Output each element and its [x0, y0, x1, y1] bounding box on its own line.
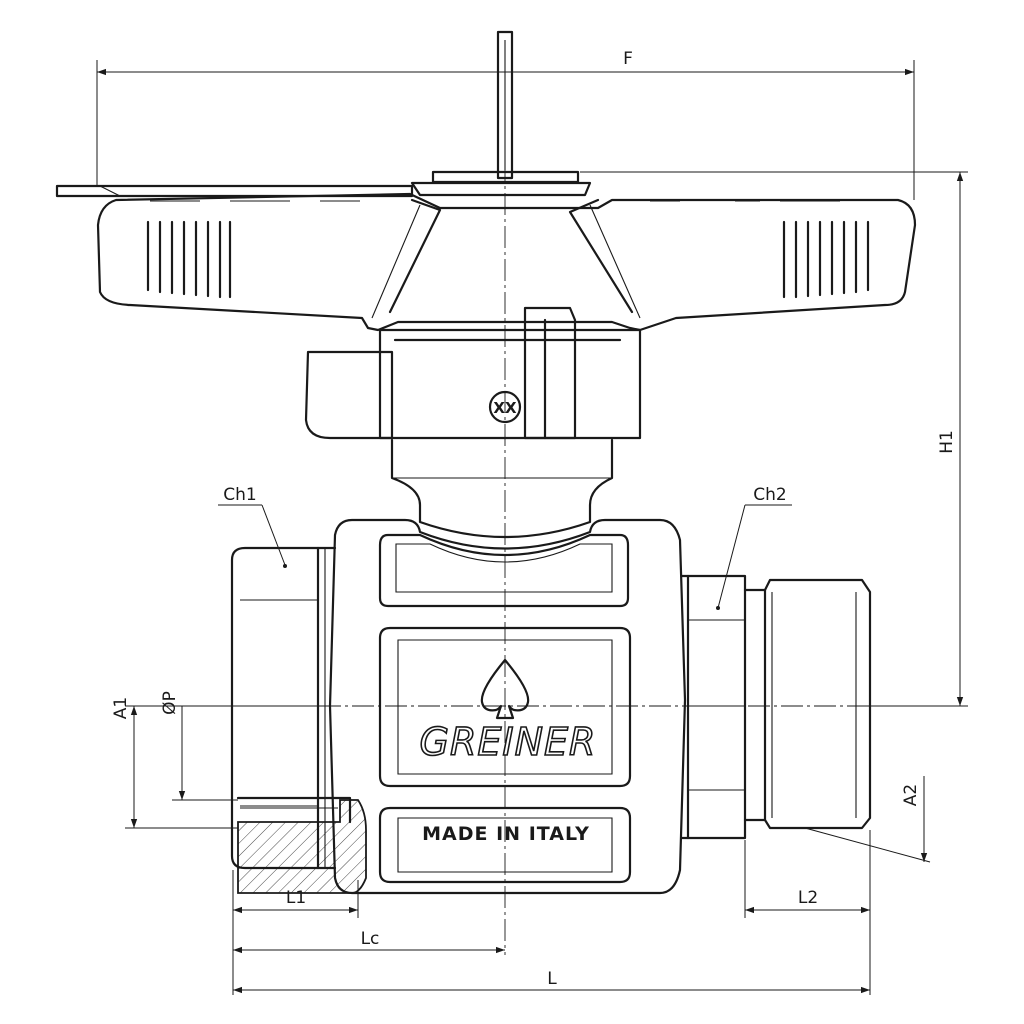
callout-Ch2: Ch2 [716, 485, 792, 610]
callout-Ch1: Ch1 [218, 485, 287, 568]
handle-marking: XX [493, 399, 517, 417]
dimension-H1: H1 [580, 171, 968, 707]
dim-label-A1: A1 [111, 697, 131, 719]
dim-label-H1: H1 [937, 430, 957, 454]
callout-label-Ch1: Ch1 [223, 485, 256, 505]
dim-label-Lc: Lc [361, 929, 380, 949]
callout-label-Ch2: Ch2 [753, 485, 786, 505]
spade-logo-icon [480, 658, 530, 720]
left-hex-end [230, 546, 367, 894]
dimension-F: F [96, 49, 915, 200]
dim-label-P: ØP [160, 691, 180, 715]
dimension-L1: L1 [232, 870, 359, 995]
right-grip-ribs [782, 220, 870, 299]
dim-label-F: F [623, 49, 633, 69]
body-made-in: MADE IN ITALY [422, 823, 590, 845]
body-brand: GREINER [420, 720, 597, 764]
dimension-L2: L2 [744, 830, 871, 995]
dimension-P: ØP [160, 691, 238, 801]
valve-body: GREINER MADE IN ITALY [328, 518, 687, 895]
right-hex-end [680, 574, 872, 840]
dim-label-A2: A2 [901, 784, 921, 806]
dimension-A1: A1 [111, 697, 238, 829]
dim-label-L1: L1 [286, 888, 306, 908]
dimension-Lc: Lc [233, 929, 505, 954]
dim-label-L2: L2 [798, 888, 818, 908]
section-hatch [237, 799, 367, 894]
dimension-A2: A2 [804, 776, 931, 863]
dimension-L: L [233, 969, 870, 994]
lever-handle [55, 30, 917, 332]
dim-label-L: L [547, 969, 557, 989]
stem-housing: XX [304, 306, 642, 539]
center-lines [220, 160, 965, 955]
left-grip-ribs [146, 220, 232, 299]
